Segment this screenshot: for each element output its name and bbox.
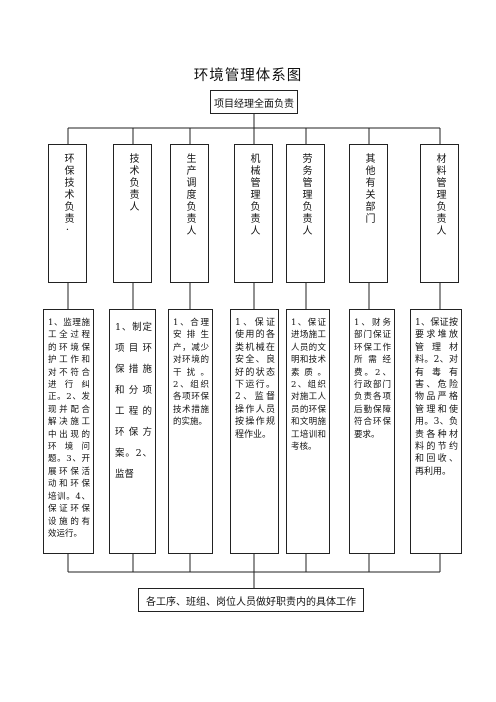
role-box-production: 生产调度负责人 [170, 144, 209, 283]
duty-box-labor: 1、保证进场施工人员的文明和技术素质。2、组织对施工人员的环保和文明施工培训和考… [286, 309, 330, 554]
role-box-machinery: 机械管理负责人 [234, 144, 273, 283]
diagram-title: 环境管理体系图 [193, 68, 303, 84]
project-manager-box: 项目经理全面负责 [210, 90, 298, 114]
role-box-other: 其他有关部门 [349, 144, 388, 283]
role-box-tech: 技术负责人 [113, 144, 152, 283]
role-label: 其他有关部门 [363, 153, 374, 225]
duty-box-tech: 1、制定项目环保措施和分项工程的环保方案。2、监督 [109, 309, 156, 554]
duty-box-material: 1、保证按要求堆放管理材料。2、对有毒有害、危险物品严格管理和使用。3、负责各种… [410, 309, 462, 554]
role-label: 劳务管理负责人 [300, 153, 311, 237]
role-label: 生产调度负责人 [184, 153, 195, 237]
role-label: 技术负责人 [127, 153, 138, 213]
duty-box-env-tech: 1、监理施工全过程的环境保护工作和对不符合进行纠正。2、发现并配合解决施工中出现… [43, 309, 94, 554]
role-box-labor: 劳务管理负责人 [286, 144, 325, 283]
staff-duty-box: 各工序、班组、岗位人员做好职责内的具体工作 [138, 588, 364, 612]
role-label: 材料管理负责人 [434, 153, 445, 237]
role-box-env-tech: 环保技术负责· [48, 144, 87, 283]
duty-box-other: 1、财务部门保证环保工作所需经费。2、行政部门负责各项后勤保障符合环保要求。 [349, 309, 395, 554]
role-box-material: 材料管理负责人 [420, 144, 459, 283]
role-label: 环保技术负责· [62, 153, 73, 238]
role-label: 机械管理负责人 [248, 153, 259, 237]
duty-box-production: 1、合理安排生产，减少对环境的干扰。2、组织各项环保技术措施的实施。 [168, 309, 213, 554]
duty-box-machinery: 1、保证使用的各类机械在安全、良好的状态下运行。2、监督操作人员按操作规程作业。 [230, 309, 279, 554]
